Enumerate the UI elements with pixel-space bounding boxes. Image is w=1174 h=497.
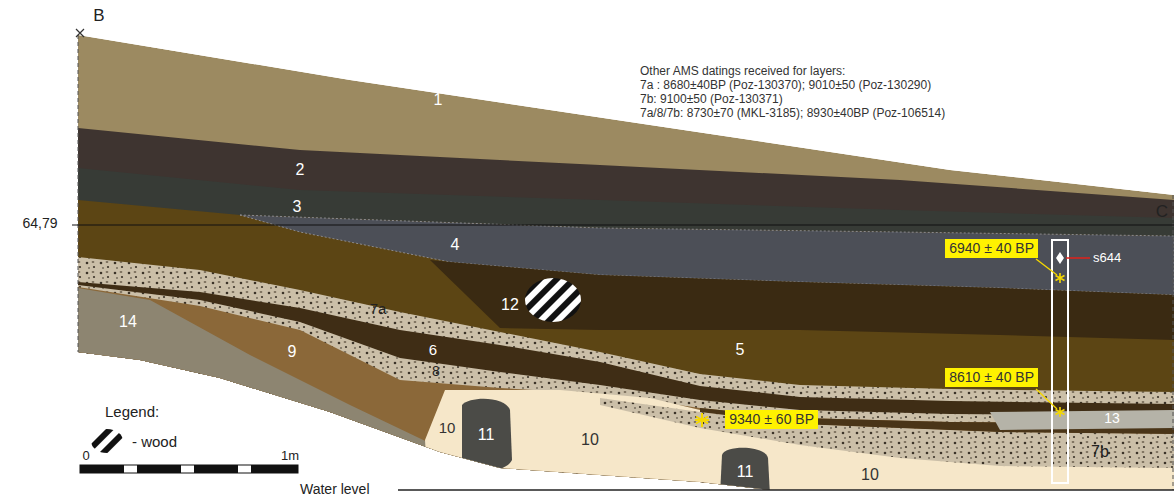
layer-number: 5 bbox=[736, 341, 745, 359]
note-text: 7b: 9100±50 (Poz-130371) bbox=[640, 93, 783, 106]
layer-number: 11 bbox=[478, 426, 495, 444]
layer-number: 2 bbox=[296, 161, 305, 179]
layer-number: 12 bbox=[501, 296, 519, 314]
layer-number: 10 bbox=[861, 466, 879, 484]
layer-number: 6 bbox=[429, 342, 437, 359]
layer-number: 11 bbox=[737, 463, 754, 481]
scale-label: 0 bbox=[82, 449, 89, 463]
legend-swatch bbox=[90, 428, 124, 454]
note-text: 7a : 8680±40BP (Poz-130370); 9010±50 (Po… bbox=[640, 79, 931, 92]
layer-number: 10 bbox=[439, 420, 456, 437]
section-end-letter: C bbox=[1156, 203, 1168, 222]
layer-number: 14 bbox=[119, 313, 137, 331]
layer-number: 7b bbox=[1091, 443, 1109, 461]
date-box: 9340 ± 60 BP bbox=[725, 410, 818, 429]
scale-label: 1m bbox=[281, 449, 299, 463]
section-end-letter: B bbox=[93, 7, 104, 26]
date-text: 6940 ± 40 BP bbox=[949, 240, 1034, 257]
sample-label: s644 bbox=[1093, 251, 1121, 265]
layer-number: 8 bbox=[432, 364, 440, 379]
layer-number: 4 bbox=[451, 236, 460, 254]
date-box: 8610 ± 40 BP bbox=[945, 368, 1038, 387]
elevation-label: 64,79 bbox=[22, 216, 57, 231]
layer-number: 10 bbox=[581, 431, 599, 449]
layer-number: 3 bbox=[293, 198, 302, 216]
legend-heading: Legend: bbox=[105, 404, 159, 421]
date-text: 9340 ± 60 BP bbox=[729, 411, 814, 428]
legend-text: - wood bbox=[132, 433, 177, 450]
layer-number: 1 bbox=[434, 91, 443, 109]
legend-entry: - wood bbox=[90, 428, 177, 454]
note-text: Other AMS datings received for layers: bbox=[640, 65, 845, 78]
water-level-label: Water level bbox=[300, 482, 370, 497]
date-text: 8610 ± 40 BP bbox=[949, 369, 1034, 386]
note-text: 7a/8/7b: 8730±70 (MKL-3185); 8930±40BP (… bbox=[640, 107, 945, 120]
layer-number: 13 bbox=[1104, 411, 1120, 426]
layer-number: 9 bbox=[288, 343, 297, 361]
layer-number: 7a bbox=[370, 301, 387, 318]
date-box: 6940 ± 40 BP bbox=[945, 239, 1038, 258]
